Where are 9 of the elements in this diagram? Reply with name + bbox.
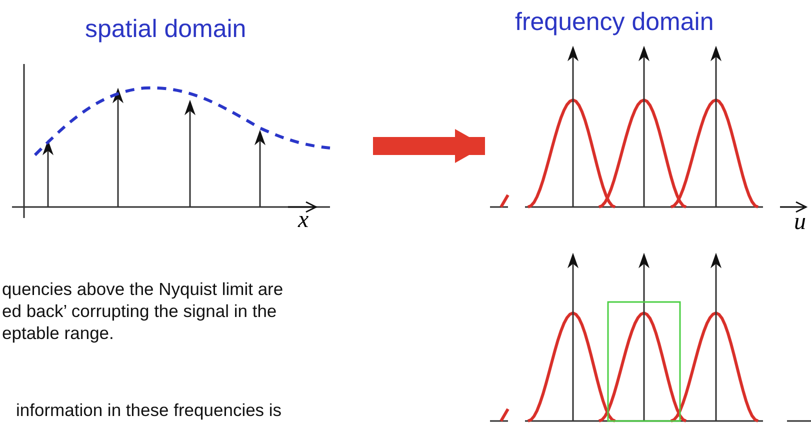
body-text: information in these frequencies is [16,400,282,420]
axis-label: x [298,208,309,232]
arrow [373,131,485,161]
body-text: ed back’ corrupting the signal in the [2,301,277,321]
body-text: eptable range. [2,323,114,343]
body-text: quencies above the Nyquist limit are [2,279,284,299]
panel-title: spatial domain [85,17,246,42]
panel-title: frequency domain [515,10,714,35]
axis-label: u [794,210,806,234]
